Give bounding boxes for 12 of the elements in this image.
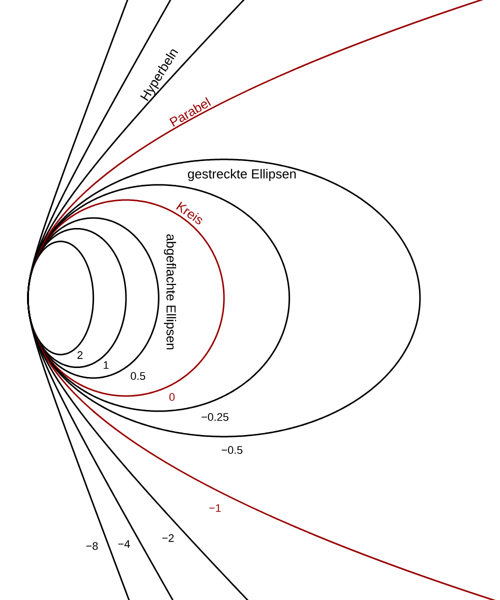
curve-label: 0.5 — [130, 372, 146, 380]
curve-label: 1 — [104, 361, 109, 369]
curve-label: −1 — [209, 504, 221, 512]
curve-label: abgeflachte Ellipsen — [164, 234, 176, 350]
curve-label: gestreckte Ellipsen — [188, 168, 296, 182]
curve-label: 0 — [169, 393, 175, 401]
curve-label: −2 — [162, 534, 174, 542]
curve-label: −0.5 — [222, 446, 242, 454]
curve-label: −8 — [86, 542, 98, 550]
curve-label: −0.25 — [202, 413, 228, 421]
curve-label: −4 — [118, 540, 130, 548]
curve-label: 2 — [78, 351, 82, 359]
